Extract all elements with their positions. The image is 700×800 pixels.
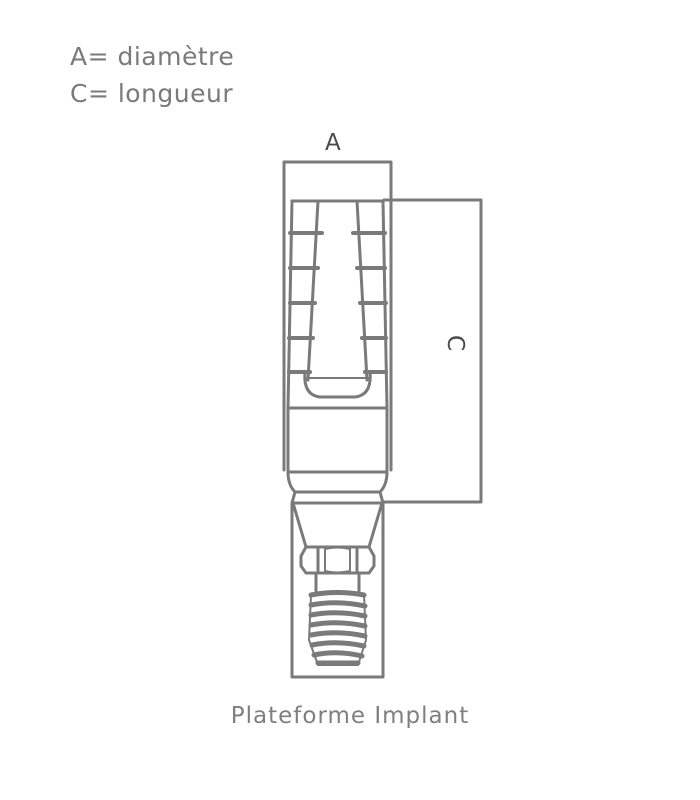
screw-threads xyxy=(308,590,368,666)
screw-shaft xyxy=(314,571,361,594)
retention-grooves xyxy=(287,231,388,374)
abutment-neck xyxy=(291,501,384,549)
legend: A= diamètre C= longueur xyxy=(70,38,234,112)
hex-connection xyxy=(299,545,376,575)
caption: Plateforme Implant xyxy=(230,703,470,729)
screw-thread-outline xyxy=(308,594,367,666)
dimension-a-bracket xyxy=(282,160,393,472)
platform-box xyxy=(290,501,385,679)
legend-length: C= longueur xyxy=(70,79,234,108)
dimension-label-a: A xyxy=(325,130,341,156)
dimension-c-bracket xyxy=(382,198,483,504)
legend-diameter: A= diamètre xyxy=(70,42,235,71)
abutment-collar xyxy=(286,406,389,505)
